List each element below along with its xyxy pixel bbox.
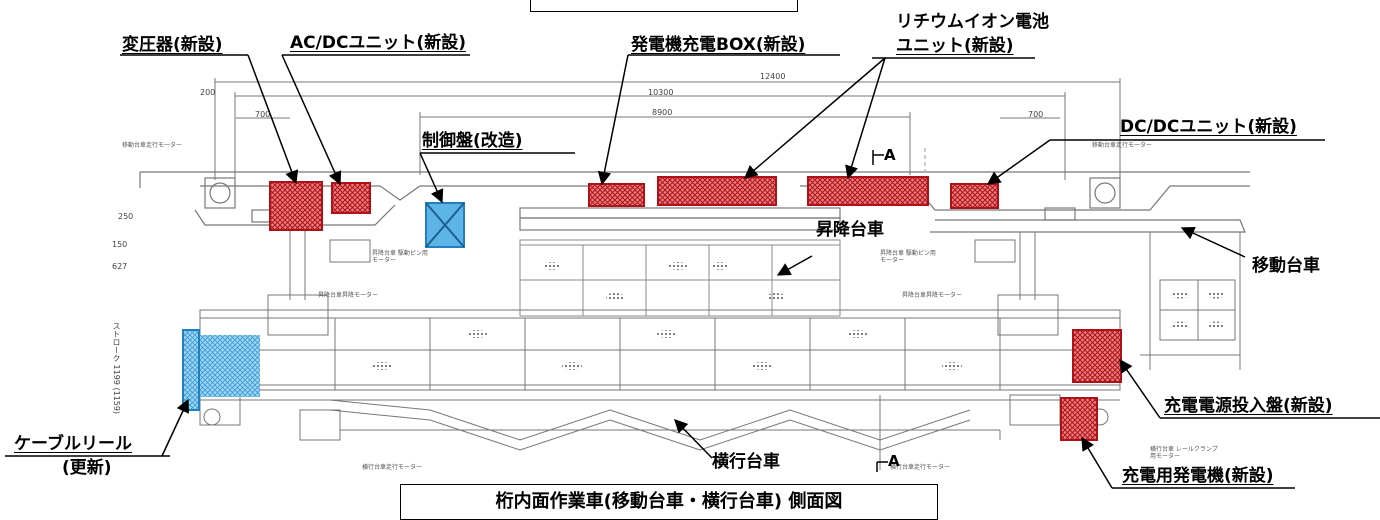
dimension-627: 627 bbox=[112, 262, 128, 271]
note-lift-drive-right: 昇降台車昇降モーター bbox=[902, 292, 963, 299]
label-battery-line2: ユニット(新設) bbox=[896, 36, 1014, 56]
note-lift-motor-left: 昇降台車 駆動ピン用モーター bbox=[372, 250, 428, 264]
note-traverse-motor-right: 横行台車走行モーター bbox=[890, 464, 951, 471]
traverse-cart bbox=[199, 309, 1121, 470]
leader-lines bbox=[5, 54, 1380, 489]
note-rail-clamp: 横行台車 レールクランプ用モーター bbox=[1150, 446, 1218, 460]
note-lift-motor-right: 昇降台車 駆動ピン用モーター bbox=[880, 250, 936, 264]
label-acdc-unit: AC/DCユニット(新設) bbox=[290, 33, 466, 53]
acdc-unit-box bbox=[331, 182, 371, 214]
label-lift-cart: 昇降台車 bbox=[816, 220, 884, 240]
transformer-box bbox=[269, 181, 323, 231]
label-charging-panel: 充電電源投入盤(新設) bbox=[1164, 396, 1333, 416]
figure-caption: 桁内面作業車(移動台車・横行台車) 側面図 bbox=[400, 484, 938, 520]
note-motor-left-top: 移動台車走行モーター bbox=[122, 142, 183, 149]
label-cable-reel: ケーブルリール bbox=[14, 434, 132, 454]
battery-box-2 bbox=[807, 176, 929, 206]
label-dcdc-unit: DC/DCユニット(新設) bbox=[1120, 117, 1297, 137]
note-motor-right-top: 移動台車走行モーター bbox=[1092, 142, 1153, 149]
dimension-150: 150 bbox=[112, 240, 128, 249]
dcdc-unit-box bbox=[950, 183, 999, 209]
label-transformer: 変圧器(新設) bbox=[122, 35, 223, 55]
section-cut-marks bbox=[872, 148, 926, 472]
title-frame-top bbox=[530, 0, 798, 12]
lift-cart bbox=[519, 239, 841, 317]
label-charging-generator: 充電用発電機(新設) bbox=[1122, 466, 1274, 486]
label-generator-box: 発電機充電BOX(新設) bbox=[631, 35, 806, 55]
dimension-8900: 8900 bbox=[652, 108, 673, 117]
charging-panel-box bbox=[1072, 329, 1122, 383]
cable-reel-flange bbox=[182, 329, 200, 411]
label-moving-cart: 移動台車 bbox=[1252, 256, 1320, 276]
dimension-stroke: ストローク 1199 (1159) bbox=[112, 322, 121, 415]
dimension-250: 250 bbox=[118, 212, 134, 221]
dimension-700-right: 700 bbox=[1028, 110, 1044, 119]
dimension-10300: 10300 bbox=[648, 88, 674, 97]
dimension-lines bbox=[214, 78, 1121, 180]
new-equipment bbox=[269, 176, 1122, 441]
label-battery-line1: リチウムイオン電池 bbox=[896, 12, 1049, 32]
section-mark-top: A bbox=[884, 146, 896, 164]
generator-box-box bbox=[588, 183, 645, 207]
note-traverse-motor-left: 横行台車走行モーター bbox=[362, 464, 423, 471]
section-mark-bottom: A bbox=[888, 452, 900, 470]
dimension-200: 200 bbox=[200, 88, 216, 97]
label-traverse-cart: 横行台車 bbox=[712, 452, 780, 472]
label-cable-reel-note: (更新) bbox=[62, 458, 112, 478]
label-control-panel: 制御盤(改造) bbox=[422, 131, 523, 151]
charging-generator-box bbox=[1060, 397, 1098, 441]
dimension-12400: 12400 bbox=[760, 72, 786, 81]
dimension-700-left: 700 bbox=[255, 110, 271, 119]
support-posts bbox=[267, 225, 1241, 370]
modified-equipment bbox=[182, 202, 465, 411]
note-lift-drive-left: 昇降台車昇降モーター bbox=[318, 292, 379, 299]
cable-reel-drum bbox=[198, 335, 260, 397]
battery-box-1 bbox=[657, 176, 777, 206]
